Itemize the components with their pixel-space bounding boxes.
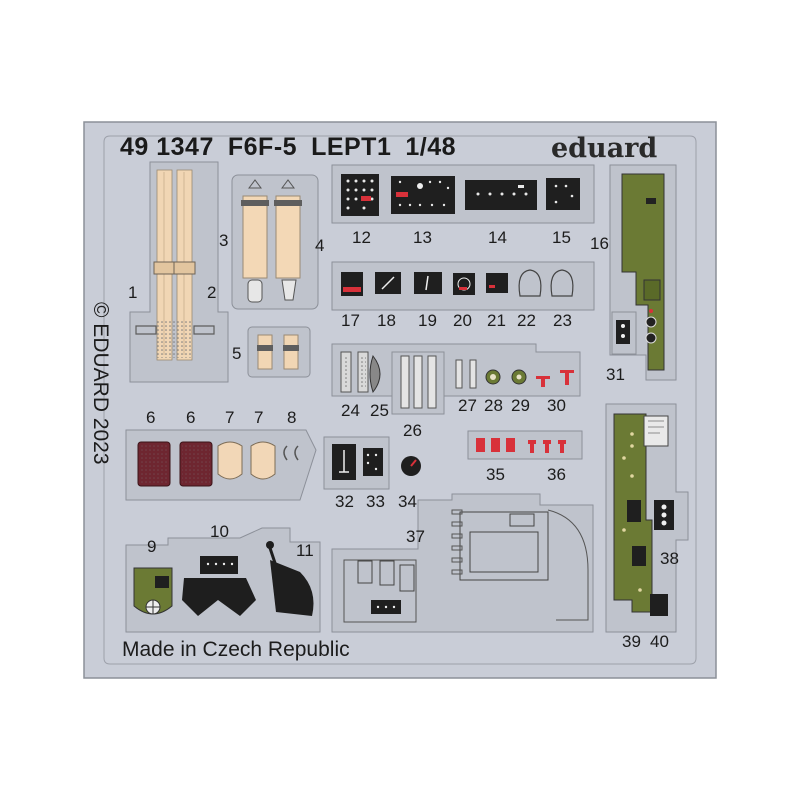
part-number-label: 7 [225,408,235,427]
part-number-label: 40 [650,632,669,651]
part-number-label: 12 [352,228,371,247]
part-number-label: 36 [547,465,566,484]
brand-logo: eduard [551,133,658,164]
part-number-label: 26 [403,421,422,440]
part-number-label: 20 [453,311,472,330]
part-number-label: 23 [553,311,572,330]
part-number-label: 31 [606,365,625,384]
part-number-label: 39 [622,632,641,651]
part-number-label: 17 [341,311,360,330]
parts-32-34 [323,436,421,490]
part-number-label: 28 [484,396,503,415]
part-31 [611,311,637,355]
parts-6-8 [125,429,317,501]
part-number-label: 27 [458,396,477,415]
part-number-label: 2 [207,283,217,302]
part-number-label: 30 [547,396,566,415]
part-number-label: 25 [370,401,389,420]
part-1-2-harness [129,161,229,383]
instruments-17-23 [331,261,595,311]
part-number-label: 24 [341,401,360,420]
part-number-label: 8 [287,408,297,427]
part-5-buckles [247,326,311,378]
copyright-vertical: © EDUARD 2023 [89,302,112,465]
made-in-label: Made in Czech Republic [122,638,350,661]
catalog-number: 49 1347 [120,133,214,161]
part-number-label: 32 [335,492,354,511]
part-number-label: 29 [511,396,530,415]
part-38-40-side-panel [605,403,689,633]
scale: 1/48 [405,133,457,161]
part-number-label: 1 [128,283,138,302]
part-number-label: 21 [487,311,506,330]
part-number-label: 34 [398,492,417,511]
part-number-label: 15 [552,228,571,247]
part-number-label: 14 [488,228,507,247]
part-number-label: 16 [590,234,609,253]
part-number-label: 35 [486,465,505,484]
fret-inner-rim [103,135,697,665]
part-number-label: 7 [254,408,264,427]
parts-24-30 [331,343,581,415]
parts-9-11 [125,527,321,633]
set-name: LEPT1 [311,133,392,161]
part-number-label: 19 [418,311,437,330]
aircraft-type: F6F-5 [227,133,298,161]
fret-title: 49 1347 F6F-5 LEPT1 1/48 [120,133,470,162]
part-number-label: 38 [660,549,679,568]
parts-35-36 [467,430,583,460]
part-number-label: 10 [210,522,229,541]
part-number-label: 33 [366,492,385,511]
part-number-label: 6 [186,408,196,427]
part-3-4-harness [231,174,319,310]
part-number-label: 3 [219,231,229,250]
part-number-label: 6 [146,408,156,427]
part-number-label: 9 [147,537,157,556]
panels-12-15 [331,164,595,224]
part-number-label: 11 [296,541,314,560]
part-37-console [331,493,594,633]
part-number-label: 37 [406,527,425,546]
part-number-label: 5 [232,344,242,363]
part-number-label: 18 [377,311,396,330]
part-number-label: 4 [315,236,325,255]
part-number-label: 22 [517,311,536,330]
part-number-label: 13 [413,228,432,247]
